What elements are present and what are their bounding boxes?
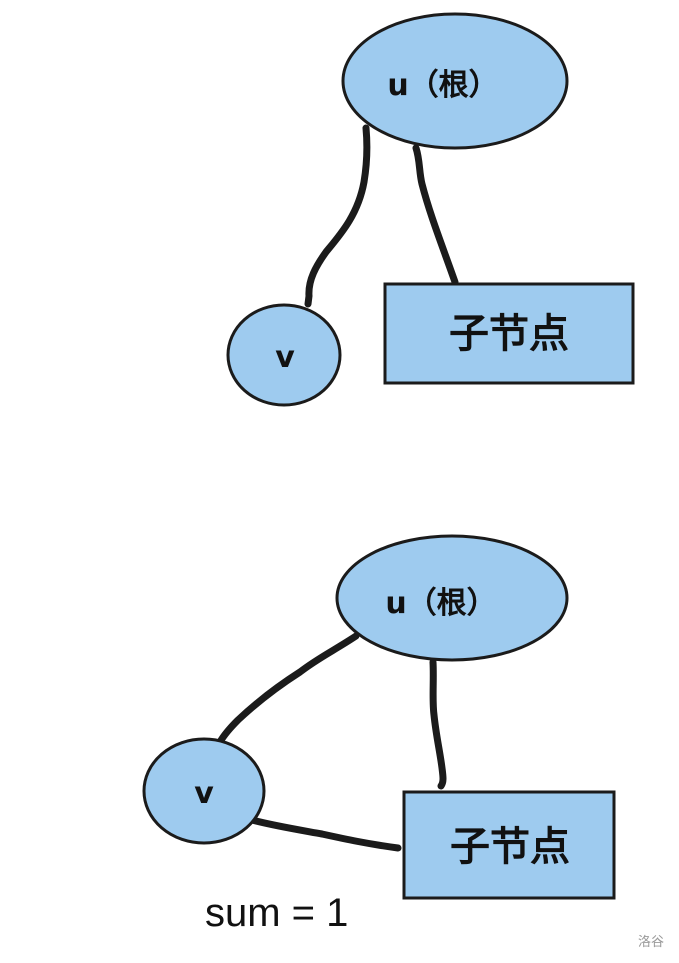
edge-bottom-v-to-child xyxy=(248,816,402,852)
bottom-v-node xyxy=(142,737,266,845)
edge-top-root-to-child xyxy=(412,144,459,286)
sum-caption: sum = 1 xyxy=(205,891,348,935)
bottom-root-node xyxy=(335,534,569,662)
top-v-node xyxy=(226,303,342,407)
bottom-child-label: 子节点 xyxy=(450,824,570,870)
top-root-label: u（根） xyxy=(387,68,498,103)
top-v-label: v xyxy=(275,340,295,375)
edge-top-root-to-v xyxy=(304,124,371,308)
bottom-child-node xyxy=(402,790,616,900)
top-child-node xyxy=(383,282,635,385)
edge-bottom-root-to-child xyxy=(429,658,447,790)
bottom-root-label: u（根） xyxy=(385,586,496,621)
diagram-bottom: u（根） v 子节点 sum = 1 xyxy=(142,534,616,935)
top-child-label: 子节点 xyxy=(449,311,569,357)
bottom-v-label: v xyxy=(194,776,214,811)
edge-bottom-root-to-v xyxy=(216,632,360,746)
diagram-top: u（根） v 子节点 xyxy=(226,12,635,407)
watermark: 洛谷 xyxy=(638,935,664,950)
top-root-node xyxy=(341,12,569,150)
